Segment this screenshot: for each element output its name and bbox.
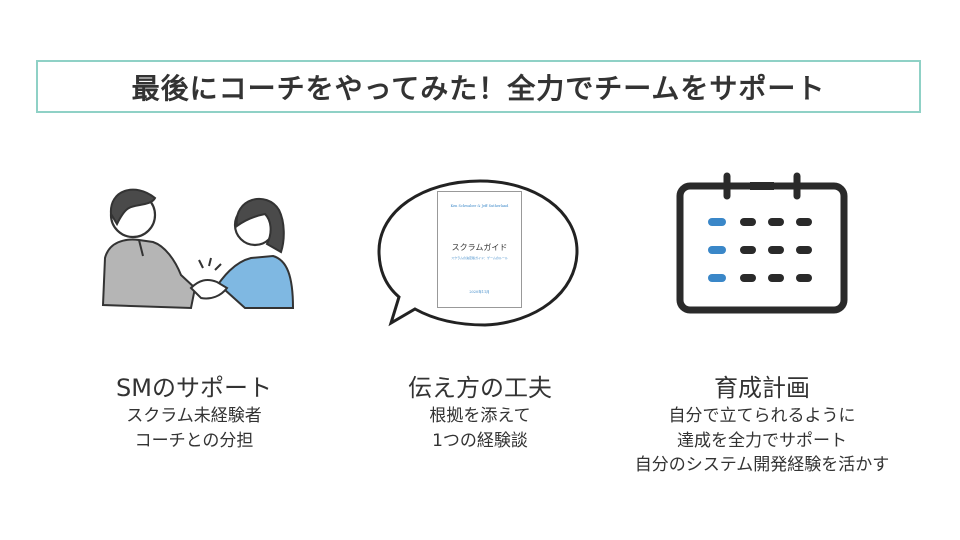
column-heading: SMのサポート (116, 374, 272, 402)
column-line: スクラム未経験者 (126, 406, 262, 426)
title-banner: 最後にコーチをやってみた！全力でチームをサポート (36, 60, 921, 113)
document-subtitle: スクラムの決定版ガイド：ゲームのルール (451, 256, 508, 260)
document-cover: Ken Schwaber & Jeff Sutherland スクラムガイド ス… (437, 191, 522, 308)
calendar-icon (676, 172, 848, 314)
column-line: 自分のシステム開発経験を活かす (634, 455, 890, 475)
document-footer: 2020年11月 (469, 290, 490, 294)
document-header: Ken Schwaber & Jeff Sutherland (450, 204, 509, 208)
handshake-icon (101, 188, 295, 310)
column-line: 自分で立てられるように (668, 406, 856, 426)
column-line: コーチとの分担 (134, 431, 254, 451)
column-line: 達成を全力でサポート (677, 431, 847, 451)
slide-title: 最後にコーチをやってみた！全力でチームをサポート (131, 71, 826, 105)
column-heading: 伝え方の工夫 (408, 374, 552, 402)
column-line: 1つの経験談 (432, 431, 528, 451)
column-line: 根拠を添えて (429, 406, 531, 426)
document-title: スクラムガイド (451, 243, 508, 252)
column-heading: 育成計画 (714, 374, 810, 402)
